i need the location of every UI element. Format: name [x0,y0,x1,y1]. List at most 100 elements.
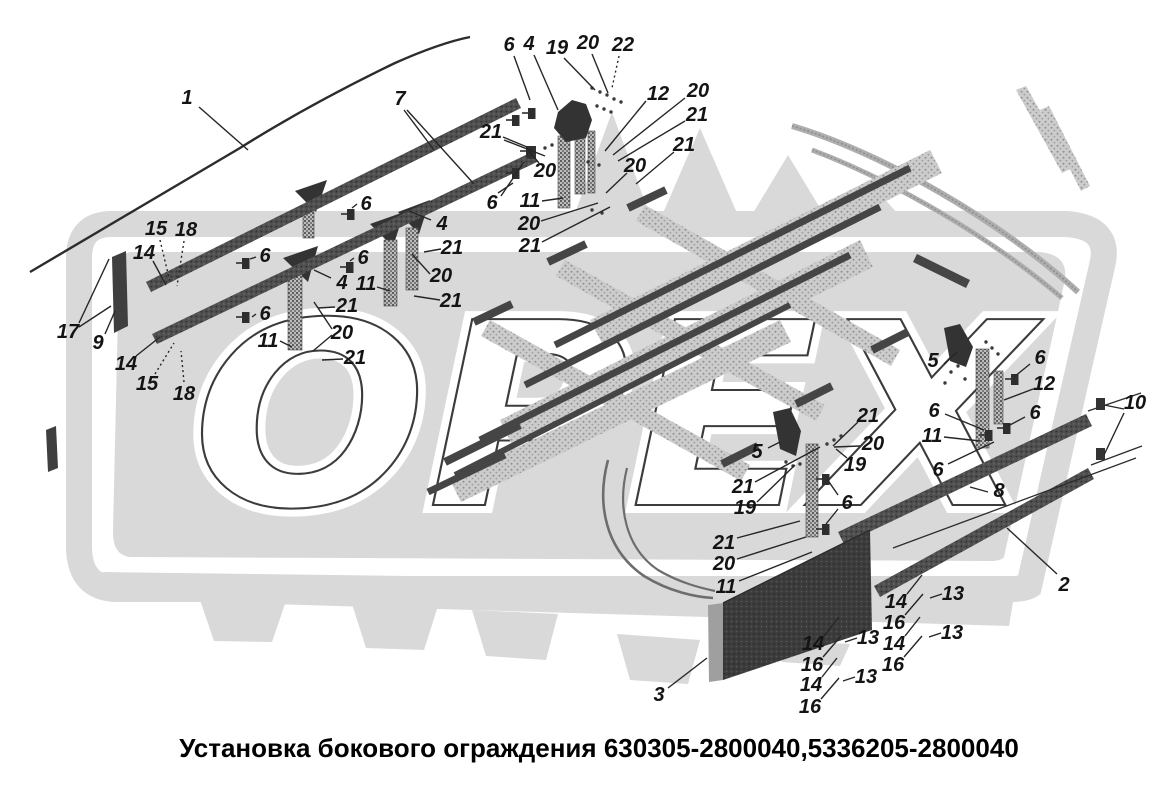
callout-3: 3 [653,684,664,706]
leader-line-21 [321,358,344,361]
leader-line-16 [904,593,924,616]
fastener-dot-icon [609,110,613,114]
fastener-dot-icon [543,146,547,150]
end-plate [112,251,128,333]
fastener-dot-icon [949,370,953,374]
guard-rail-lower [152,152,537,344]
callout-20: 20 [576,32,599,54]
gear-tooth-icon [753,155,823,213]
callout-17: 17 [57,321,80,343]
leader-line-13 [928,632,942,638]
fastener-dot-icon [943,381,947,385]
callout-14: 14 [883,633,905,655]
chassis-drawing [29,35,1143,682]
fastener-dot-icon [990,346,994,350]
callout-14: 14 [885,591,907,613]
callout-1: 1 [181,87,192,109]
callout-20: 20 [330,322,353,344]
guard-post [287,271,303,351]
callout-20: 20 [429,265,452,287]
leader-line-21 [502,136,528,148]
leader-line-17 [78,258,110,324]
fastener-dot-icon [619,100,623,104]
mount-post [557,135,571,209]
center-mount-cluster [773,408,819,538]
callout-16: 16 [799,696,822,718]
leader-line-20 [527,149,540,164]
callout-4: 4 [335,272,347,294]
leader-line-6 [500,161,525,197]
rail-clamp [1096,448,1105,460]
callout-11: 11 [520,190,541,212]
leader-line-8 [969,486,989,493]
callout-6: 6 [486,192,498,214]
leader-line-11 [279,340,293,348]
guard-tube-part1 [29,35,471,274]
callout-21: 21 [731,476,754,498]
callout-21: 21 [856,405,879,427]
callout-6: 6 [1029,402,1041,424]
callout-21: 21 [518,235,541,257]
flap-bracket [773,408,801,456]
leader-line-20 [833,445,861,448]
fastener-dot-icon [602,107,606,111]
fastener-dot-icon [798,462,802,466]
leader-line-21 [832,421,859,447]
mount-strip [993,370,1004,425]
leader-line-5 [943,351,958,365]
gear-tooth-icon [472,610,558,660]
callout-16: 16 [801,654,824,676]
mount-strip [805,443,819,538]
callout-14: 14 [800,674,822,696]
fastener-dot-icon [597,163,601,167]
callout-14: 14 [115,353,137,375]
leader-line-6 [249,256,257,260]
leader-line-6 [351,203,358,209]
leader-line-13 [842,676,856,682]
right-guard-rails [838,392,1143,597]
leader-line-3 [667,657,708,689]
callout-4: 4 [522,33,534,55]
gear-tooth-icon [617,634,700,684]
callout-11: 11 [356,273,377,295]
callout-12: 12 [647,83,669,105]
fastener-dot-icon [996,352,1000,356]
callout-14: 14 [133,242,155,264]
callout-19: 19 [734,497,757,519]
callout-21: 21 [343,347,366,369]
front-mount-cluster [554,100,596,209]
leader-line-21 [503,139,546,157]
leader-line-21 [413,295,441,301]
guard-rail-upper [146,98,521,292]
callout-6: 6 [259,303,271,325]
bent-pipe [601,459,716,600]
clip-icon [822,524,830,535]
callout-21: 21 [479,121,502,143]
leader-line-11 [541,197,564,202]
chassis-frame [426,150,970,502]
callout-15: 15 [136,373,159,395]
bracket [295,180,327,212]
callout-16: 16 [883,612,906,634]
callout-5: 5 [751,441,763,463]
leader-line-19 [563,57,596,91]
leader-line-14 [906,574,923,595]
fastener-dot-icon [825,442,829,446]
callout-18: 18 [173,383,196,405]
leader-line-6 [825,508,839,525]
callout-10: 10 [1124,392,1146,414]
callout-21: 21 [439,290,462,312]
callout-21: 21 [335,295,358,317]
gear-tooth-icon [352,604,438,650]
callout-13: 13 [942,583,964,605]
callout-8: 8 [993,480,1005,502]
leader-line-7 [406,109,475,185]
leader-line-21 [736,520,801,539]
callout-21: 21 [712,532,735,554]
leader-line-20 [313,301,333,330]
leader-line-13 [929,593,943,599]
guard-post [405,227,419,291]
callout-21: 21 [685,104,708,126]
callout-11: 11 [258,330,279,352]
leader-line-1 [198,106,249,151]
